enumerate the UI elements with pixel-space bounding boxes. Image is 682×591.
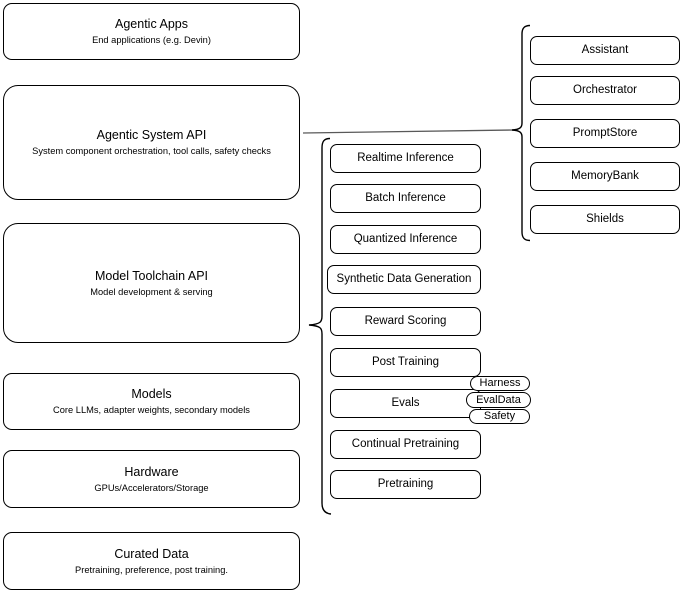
tag-harness: Harness: [470, 376, 530, 391]
node-title: Model Toolchain API: [94, 268, 209, 283]
node-title: Agentic Apps: [115, 17, 188, 31]
node-agentic-system-api: Agentic System API System component orch…: [3, 85, 300, 200]
tag-evaldata: EvalData: [466, 392, 531, 408]
node-label: Pretraining: [377, 478, 434, 490]
node-label: PromptStore: [572, 127, 638, 139]
node-label: Post Training: [371, 356, 440, 368]
node-synthetic-data-generation: Synthetic Data Generation: [327, 265, 481, 294]
node-title: Hardware: [124, 464, 179, 479]
node-label: Quantized Inference: [353, 233, 458, 245]
node-label: Synthetic Data Generation: [336, 273, 472, 285]
node-agentic-apps: Agentic Apps End applications (e.g. Devi…: [3, 3, 300, 60]
node-label: Realtime Inference: [357, 152, 454, 164]
node-realtime-inference: Realtime Inference: [330, 144, 481, 173]
tag-label: EvalData: [476, 393, 521, 406]
node-label: Evals: [391, 397, 420, 409]
node-post-training: Post Training: [330, 348, 481, 377]
node-quantized-inference: Quantized Inference: [330, 225, 481, 254]
system-brace: [511, 24, 531, 242]
toolchain-brace: [308, 137, 332, 515]
node-continual-pretraining: Continual Pretraining: [330, 430, 481, 459]
node-title: Curated Data: [114, 546, 189, 561]
node-label: Shields: [586, 213, 624, 225]
node-label: Orchestrator: [573, 84, 637, 96]
node-title: Models: [131, 387, 172, 401]
node-curated-data: Curated Data Pretraining, preference, po…: [3, 532, 300, 590]
node-subtitle: System component orchestration, tool cal…: [32, 146, 271, 156]
tag-label: Harness: [479, 377, 521, 389]
node-label: Reward Scoring: [364, 315, 447, 327]
node-label: Batch Inference: [365, 192, 446, 204]
tag-safety: Safety: [469, 409, 530, 424]
system-api-connector-line: [302, 129, 515, 134]
node-shields: Shields: [530, 205, 680, 234]
node-promptstore: PromptStore: [530, 119, 680, 148]
node-batch-inference: Batch Inference: [330, 184, 481, 213]
node-label: MemoryBank: [571, 170, 639, 182]
node-hardware: Hardware GPUs/Accelerators/Storage: [3, 450, 300, 508]
node-orchestrator: Orchestrator: [530, 76, 680, 105]
tag-label: Safety: [483, 410, 516, 422]
node-title: Agentic System API: [96, 128, 207, 142]
node-subtitle: Core LLMs, adapter weights, secondary mo…: [53, 405, 250, 415]
node-reward-scoring: Reward Scoring: [330, 307, 481, 336]
node-subtitle: Model development & serving: [90, 286, 213, 297]
node-assistant: Assistant: [530, 36, 680, 65]
node-label: Continual Pretraining: [351, 438, 460, 450]
node-subtitle: GPUs/Accelerators/Storage: [94, 482, 209, 493]
node-evals: Evals: [330, 389, 481, 418]
node-memorybank: MemoryBank: [530, 162, 680, 191]
node-model-toolchain-api: Model Toolchain API Model development & …: [3, 223, 300, 343]
node-label: Assistant: [581, 44, 629, 56]
node-pretraining: Pretraining: [330, 470, 481, 499]
node-models: Models Core LLMs, adapter weights, secon…: [3, 373, 300, 430]
node-subtitle: Pretraining, preference, post training.: [75, 564, 228, 575]
node-subtitle: End applications (e.g. Devin): [92, 35, 211, 45]
